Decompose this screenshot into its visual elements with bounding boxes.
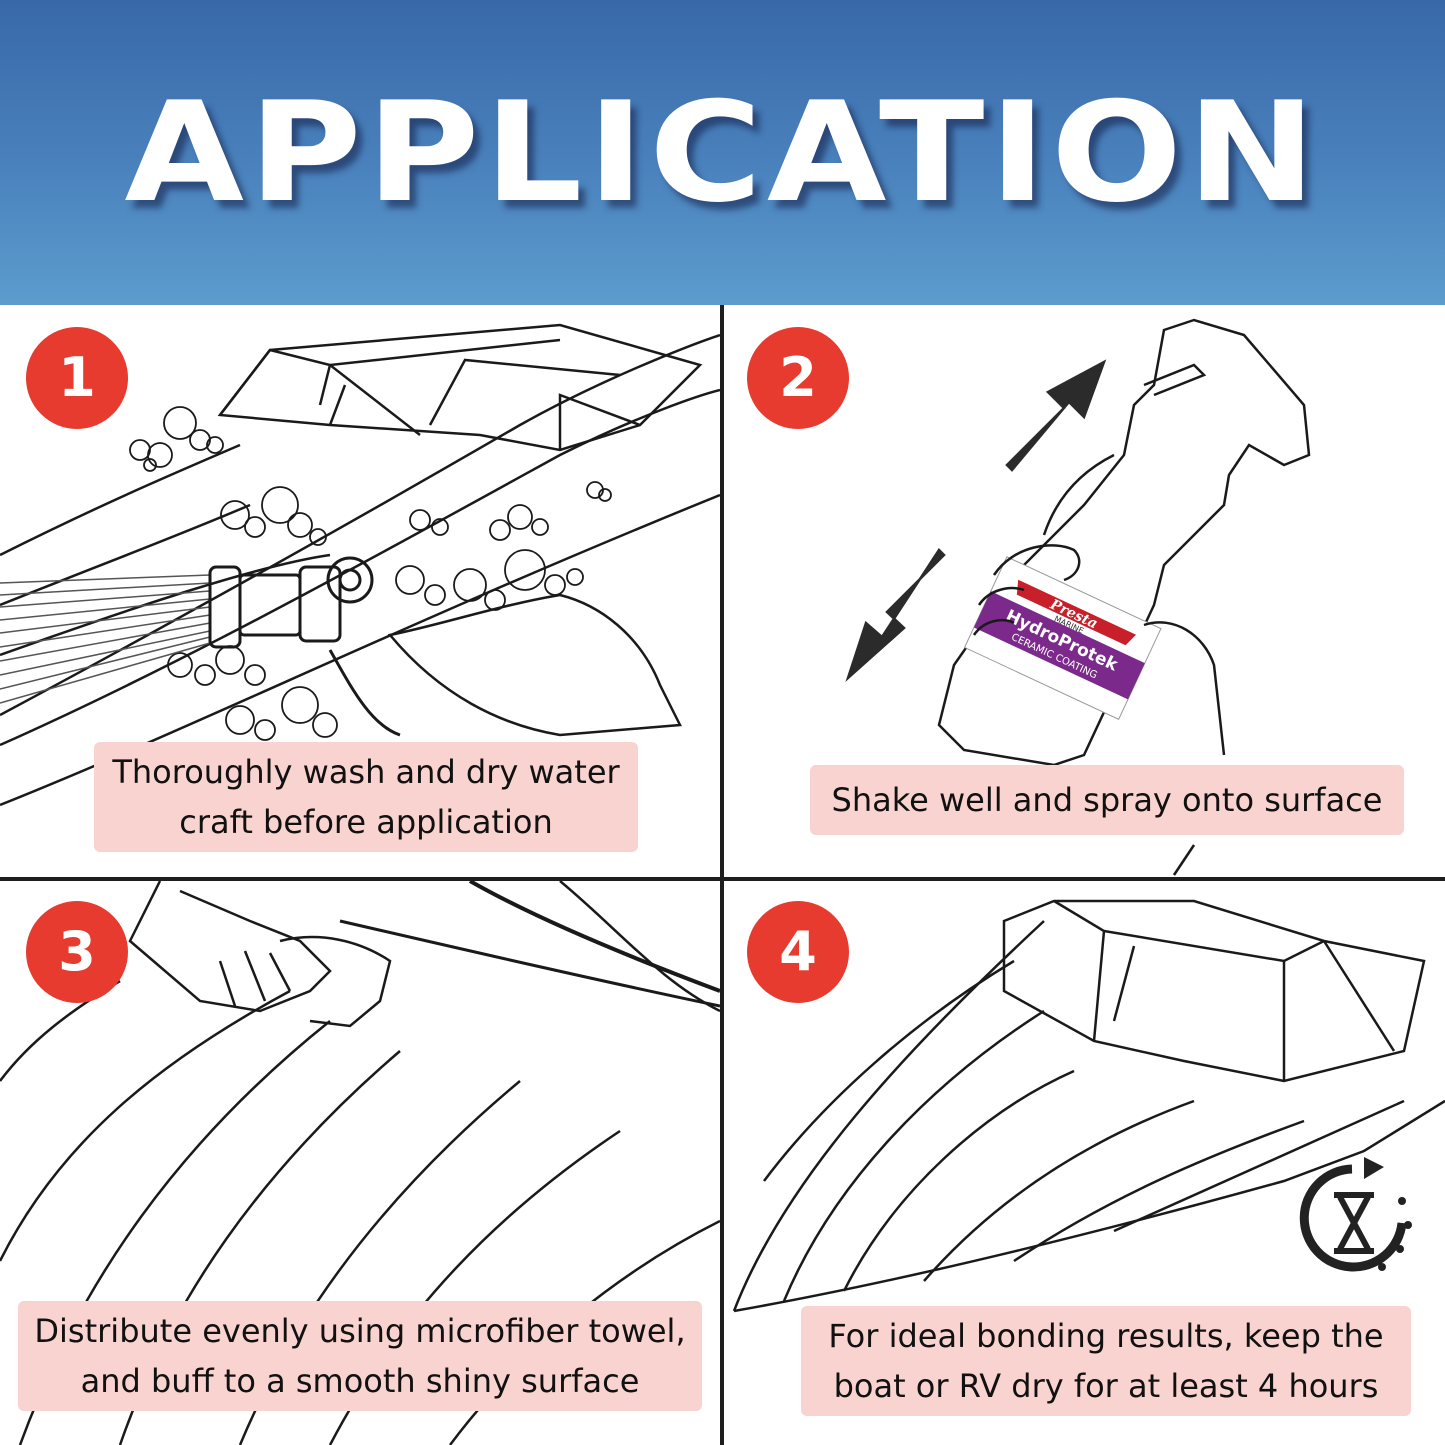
arrow-up-right-icon — [1005, 359, 1107, 472]
boat-wash-illustration — [0, 323, 720, 807]
step-3-caption-line2: and buff to a smooth shiny surface — [80, 1362, 640, 1400]
page-title: APPLICATION — [124, 72, 1321, 233]
boat-dry-illustration — [732, 899, 1445, 1313]
step-1-caption: Thoroughly wash and dry water craft befo… — [94, 742, 638, 852]
step-4-badge: 4 — [747, 901, 849, 1003]
step-3-caption: Distribute evenly using microfiber towel… — [18, 1301, 702, 1411]
spray-bottle-icon — [937, 318, 1311, 767]
hose-nozzle-icon — [208, 556, 401, 737]
step-3-badge: 3 — [26, 901, 128, 1003]
step-4-panel: 4 For ideal bonding results, keep the bo… — [724, 881, 1445, 1445]
water-spray — [0, 574, 211, 704]
step-4-caption-line2: boat or RV dry for at least 4 hours — [833, 1367, 1379, 1405]
step-1-number: 1 — [58, 346, 96, 409]
step-2-panel: Presta MARINE HydroProtek CERAMIC COATIN… — [724, 305, 1445, 877]
step-3-panel: 3 Distribute evenly using microfiber tow… — [0, 881, 720, 1445]
step-2-number: 2 — [779, 346, 817, 409]
step-2-caption-line1: Shake well and spray onto surface — [831, 781, 1383, 819]
step-2-caption: Shake well and spray onto surface — [810, 765, 1404, 835]
step-1-caption-line2: craft before application — [179, 803, 553, 841]
arrow-down-left-icon — [845, 548, 946, 683]
step-4-caption: For ideal bonding results, keep the boat… — [801, 1306, 1411, 1416]
horizontal-divider — [0, 877, 1445, 881]
step-1-panel: 1 Thoroughly wash and dry water craft be… — [0, 305, 720, 877]
hourglass-timer-icon — [1299, 1157, 1412, 1272]
spray-bottle-illustration: Presta MARINE HydroProtek CERAMIC COATIN… — [845, 318, 1311, 876]
step-3-number: 3 — [58, 920, 96, 983]
step-1-caption-line1: Thoroughly wash and dry water — [112, 753, 620, 791]
soap-bubbles — [129, 406, 612, 741]
towel-hand-icon — [128, 881, 392, 1028]
step-2-badge: 2 — [747, 327, 849, 429]
product-label: Presta MARINE HydroProtek CERAMIC COATIN… — [963, 556, 1162, 720]
step-1-badge: 1 — [26, 327, 128, 429]
header-banner: APPLICATION — [0, 0, 1445, 305]
step-4-caption-line1: For ideal bonding results, keep the — [828, 1317, 1384, 1355]
step-3-caption-line1: Distribute evenly using microfiber towel… — [34, 1312, 686, 1350]
step-4-number: 4 — [779, 920, 817, 983]
vertical-divider — [720, 305, 724, 1445]
